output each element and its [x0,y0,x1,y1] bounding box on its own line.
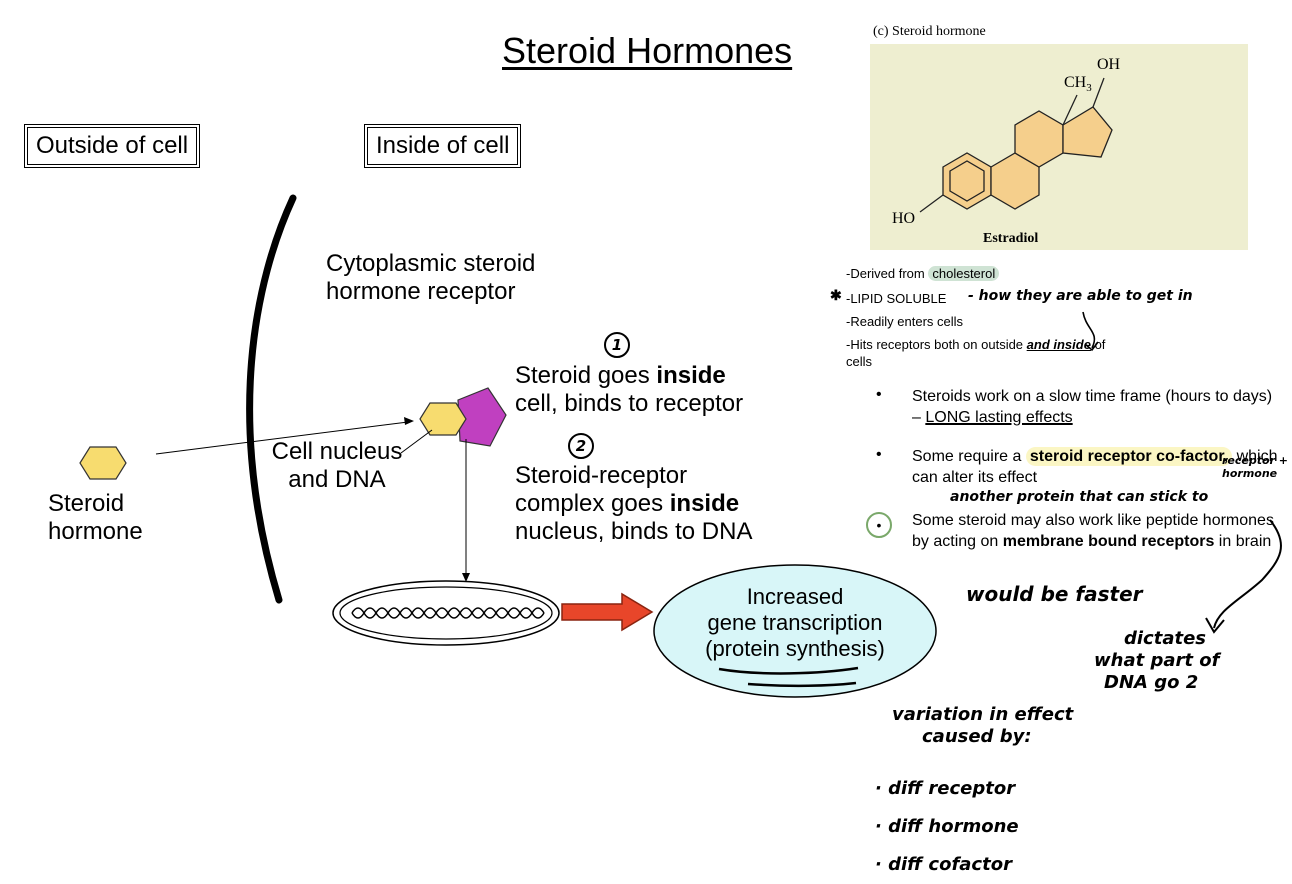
bound-hormone-shape [419,402,467,436]
receptor-label: Cytoplasmic steroid hormone receptor [326,250,535,306]
note-dictates: dictates what part of DNA go 2 [1094,628,1219,694]
receptor-label-line-1: Cytoplasmic steroid [326,250,536,277]
step-2-text-a: complex goes [515,490,670,517]
hand-underline-2 [747,681,857,688]
note-lipid: - how they are able to get in [968,288,1193,304]
estradiol-name: Estradiol [983,231,1039,246]
fact-enters: -Readily enters cells [846,314,964,329]
step-2-text-b: nucleus, binds to DNA [515,518,753,545]
outcome-ellipse [653,564,937,698]
estradiol-ch3-sub: 3 [1086,82,1092,95]
bullet-dot-2: • [876,446,882,463]
note-cofactor: another protein that can stick to [950,489,1209,505]
step-1-bold: inside [656,362,726,389]
step-2-text: Steroid-receptor complex goes inside nuc… [515,462,752,546]
dna-strand-2 [351,607,545,619]
page-title: Steroid Hormones [502,30,793,71]
note-cause-3: · diff cofactor [875,854,1012,875]
bullet-2-b: steroid receptor co-factor, [1025,447,1233,466]
nucleus-inner [339,586,553,640]
step-1-number: 1 [604,332,630,358]
step-1-text: Steroid goes inside cell, binds to recep… [515,362,743,418]
steroid-hormone-shape [79,446,127,480]
note-variation: variation in effect caused by: [892,704,1073,748]
outside-cell-label: Outside of cell [24,124,201,168]
fact-derived-highlight: cholesterol [928,266,1000,281]
nucleus-label-pointer [400,429,433,454]
outcome-line-3: (protein synthesis) [705,636,885,661]
bullet-2: Some require a steroid receptor co-facto… [912,446,1282,488]
hormone-label-line-2: hormone [48,518,143,545]
fact-hits-b: and inside [1026,337,1091,352]
fact-derived: -Derived from cholesterol [846,265,1000,282]
note-dictates-2: what part of [1094,650,1220,671]
bullet-2-a: Some require a [912,448,1026,465]
step-2-number: 2 [568,433,594,459]
bullet-3-a: Some steroid may also work like peptide … [912,512,1274,550]
note-dictates-1: dictates [1124,628,1207,649]
outcome-line-1: Increased [746,584,844,609]
step-2-line-1: Steroid-receptor [515,462,688,489]
hand-underline [718,666,859,675]
nucleus-label-line-2: and DNA [288,466,386,493]
hormone-label: Steroid hormone [48,490,143,546]
estradiol-oh: OH [1097,56,1121,73]
bullet-dot-1: • [876,386,882,403]
estradiol-ch3: CH3 [1064,74,1092,94]
note-receptor: receptor + hormone [1222,454,1288,480]
note-receptor-1: receptor + [1222,454,1289,467]
fact-derived-prefix: -Derived from [846,266,929,281]
inside-cell-label: Inside of cell [364,124,522,168]
entry-arrow [155,421,409,455]
bullet-3-b: membrane bound receptors [1002,533,1215,550]
bullet-3: Some steroid may also work like peptide … [912,510,1282,552]
hormone-label-line-1: Steroid [48,490,125,517]
bullet-1-b: LONG lasting effects [925,409,1073,426]
down-arrowhead [462,573,470,582]
bullet-2-c: which can alter its effect [912,448,1278,486]
note-receptor-2: hormone [1222,467,1278,480]
receptor-shape [457,387,507,447]
note-faster: would be faster [966,582,1143,606]
nucleus-label-line-1: Cell nucleus [271,438,403,465]
note-causes: · diff receptor · diff hormone · diff co… [875,770,1019,884]
nucleus-label: Cell nucleus and DNA [262,438,412,494]
note-dictates-3: DNA go 2 [1104,672,1199,693]
note-variation-2: caused by: [922,726,1032,747]
step-1-text-a: Steroid goes [515,362,657,389]
step-1-text-b: cell, binds to receptor [515,390,744,417]
fact-hits-a: -Hits receptors both on outside [846,337,1027,352]
estradiol-structure [919,77,1113,213]
estradiol-ch3-text: CH [1064,74,1087,91]
bullet-dot-3: • [866,512,892,538]
estradiol-ho: HO [892,210,916,227]
outcome-text: Increased gene transcription (protein sy… [665,584,925,662]
fact-hits-c: of [1090,337,1106,352]
receptor-label-line-2: hormone receptor [326,278,516,305]
cell-membrane [246,194,297,604]
fact-lipid: -LIPID SOLUBLE [846,291,947,306]
note-cause-2: · diff hormone [875,816,1019,837]
fact-hits-cells: cells [846,354,873,369]
nucleus-outer [332,580,560,646]
step-2-bold: inside [669,490,740,517]
bullet-1-a: Steroids work on a slow time frame (hour… [912,388,1273,426]
outcome-line-2: gene transcription [707,610,883,635]
star-mark: ✱ [830,287,842,303]
bullet-1: Steroids work on a slow time frame (hour… [912,386,1282,428]
note-variation-1: variation in effect [892,704,1074,725]
estradiol-caption: (c) Steroid hormone [873,24,986,39]
bullet-3-c: in brain [1214,533,1272,550]
transcription-arrow [561,592,654,632]
fact-hits: -Hits receptors both on outside and insi… [846,336,1105,353]
entry-arrowhead [404,417,414,425]
note-cause-1: · diff receptor [875,778,1016,799]
